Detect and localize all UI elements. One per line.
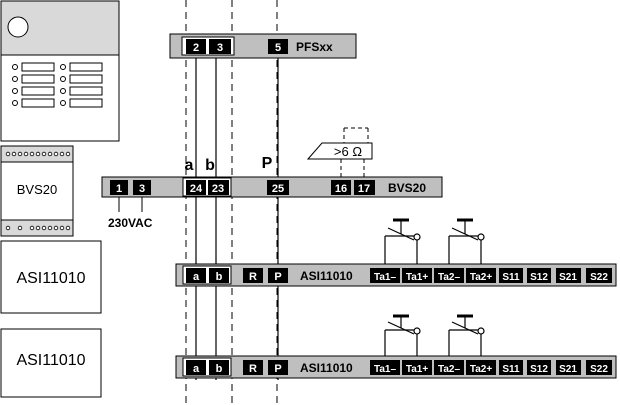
intercom-panel — [0, 0, 120, 142]
bvs-terminal-23 — [208, 180, 229, 195]
asi1-terminal-s12: S12 — [530, 272, 548, 283]
bvs20-module: BVS20 — [0, 145, 74, 237]
asi-box-2-label: ASI11010 — [16, 352, 85, 369]
asi1-terminal-s21: S21 — [559, 272, 577, 283]
asi1-terminal-r: R — [249, 271, 257, 283]
bvs-terminal-24-label: 24 — [190, 183, 203, 195]
bvs-bar: 1 3 24 23 25 16 17 BVS20 — [101, 176, 443, 198]
asi2-terminal-ta2-plus: Ta2+ — [470, 364, 492, 375]
bvs-terminal-17-label: 17 — [358, 183, 370, 195]
asi1-terminal-a: a — [193, 271, 200, 283]
module-bottom-terminals — [5, 225, 71, 231]
bvs-terminal-16-label: 16 — [335, 183, 347, 195]
wire-label-b: b — [205, 157, 215, 174]
asi2-terminal-s12: S12 — [530, 364, 548, 375]
asi-bar-1-label: ASI11010 — [300, 269, 353, 283]
pushbutton-ta2-row1 — [448, 218, 485, 264]
bvs-terminal-23-label: 23 — [212, 183, 224, 195]
asi2-terminal-s11: S11 — [502, 364, 520, 375]
asi-box-2: ASI11010 — [0, 328, 102, 398]
pushbutton-ta2-row2 — [448, 314, 485, 356]
bus-dashed-lines — [185, 0, 278, 405]
bus-wires — [195, 34, 279, 380]
bvs-terminal-3 — [133, 180, 151, 195]
supply-wires — [118, 197, 143, 212]
asi1-terminal-ta1-minus: Ta1– — [374, 272, 396, 283]
pfs-terminal-3-label: 3 — [217, 42, 223, 54]
asi-bar-2: a b R P ASI11010 Ta1– Ta1+ Ta2– Ta2+ S11… — [175, 355, 617, 379]
pfs-terminal-3 — [209, 39, 231, 54]
asi2-terminal-ta1-plus: Ta1+ — [406, 364, 428, 375]
bvs-terminal-24 — [186, 180, 206, 195]
pfs-bar-label: PFSxx — [296, 40, 333, 54]
asi2-terminal-b: b — [216, 363, 223, 375]
pfs-terminal-5-label: 5 — [275, 42, 281, 54]
supply-label: 230VAC — [108, 216, 153, 230]
pfs-terminal-2 — [186, 39, 206, 54]
wire-label-p: P — [262, 155, 273, 172]
bvs-terminal-1 — [110, 180, 128, 195]
call-button-grid — [12, 62, 103, 108]
wire-label-a: a — [185, 157, 194, 174]
pfs-bar: 2 3 5 PFSxx — [169, 33, 357, 59]
asi2-terminal-a: a — [193, 363, 200, 375]
asi-bar-2-label: ASI11010 — [300, 361, 353, 375]
pushbutton-ta1-row2 — [384, 314, 421, 356]
bvs-terminal-25 — [267, 180, 289, 195]
asi1-terminal-p: P — [274, 271, 281, 283]
camera-lens-icon — [7, 16, 29, 38]
bvs-bar-label: BVS20 — [388, 181, 426, 195]
asi-box-1: ASI11010 — [0, 240, 102, 314]
asi2-terminal-r: R — [249, 363, 257, 375]
asi-box-1-label: ASI11010 — [16, 270, 85, 287]
asi2-terminal-ta1-minus: Ta1– — [374, 364, 396, 375]
asi2-terminal-s21: S21 — [559, 364, 577, 375]
asi2-terminal-p: P — [274, 363, 281, 375]
asi2-terminal-s22: S22 — [590, 364, 608, 375]
resistance-symbol: >6 Ω — [306, 127, 373, 178]
pfs-terminal-2-label: 2 — [193, 42, 199, 54]
bvs-module-label: BVS20 — [17, 182, 57, 197]
asi1-terminal-ta1-plus: Ta1+ — [406, 272, 428, 283]
asi1-terminal-s11: S11 — [502, 272, 520, 283]
bvs-terminal-3-label: 3 — [139, 183, 145, 195]
asi1-terminal-s22: S22 — [590, 272, 608, 283]
asi1-terminal-ta2-plus: Ta2+ — [470, 272, 492, 283]
pfs-terminal-5 — [268, 39, 288, 54]
asi2-terminal-ta2-minus: Ta2– — [438, 364, 460, 375]
bvs-terminal-17 — [354, 180, 375, 195]
asi1-terminal-b: b — [216, 271, 223, 283]
module-top-terminals — [5, 151, 71, 157]
bvs-terminal-16 — [331, 180, 351, 195]
resistance-label: >6 Ω — [334, 144, 362, 159]
bvs-terminal-1-label: 1 — [116, 183, 122, 195]
bvs-terminal-25-label: 25 — [272, 183, 284, 195]
pushbutton-ta1-row1 — [384, 218, 421, 264]
asi-bar-1: a b R P ASI11010 Ta1– Ta1+ Ta2– Ta2+ S11… — [175, 263, 617, 287]
asi1-terminal-ta2-minus: Ta2– — [438, 272, 460, 283]
